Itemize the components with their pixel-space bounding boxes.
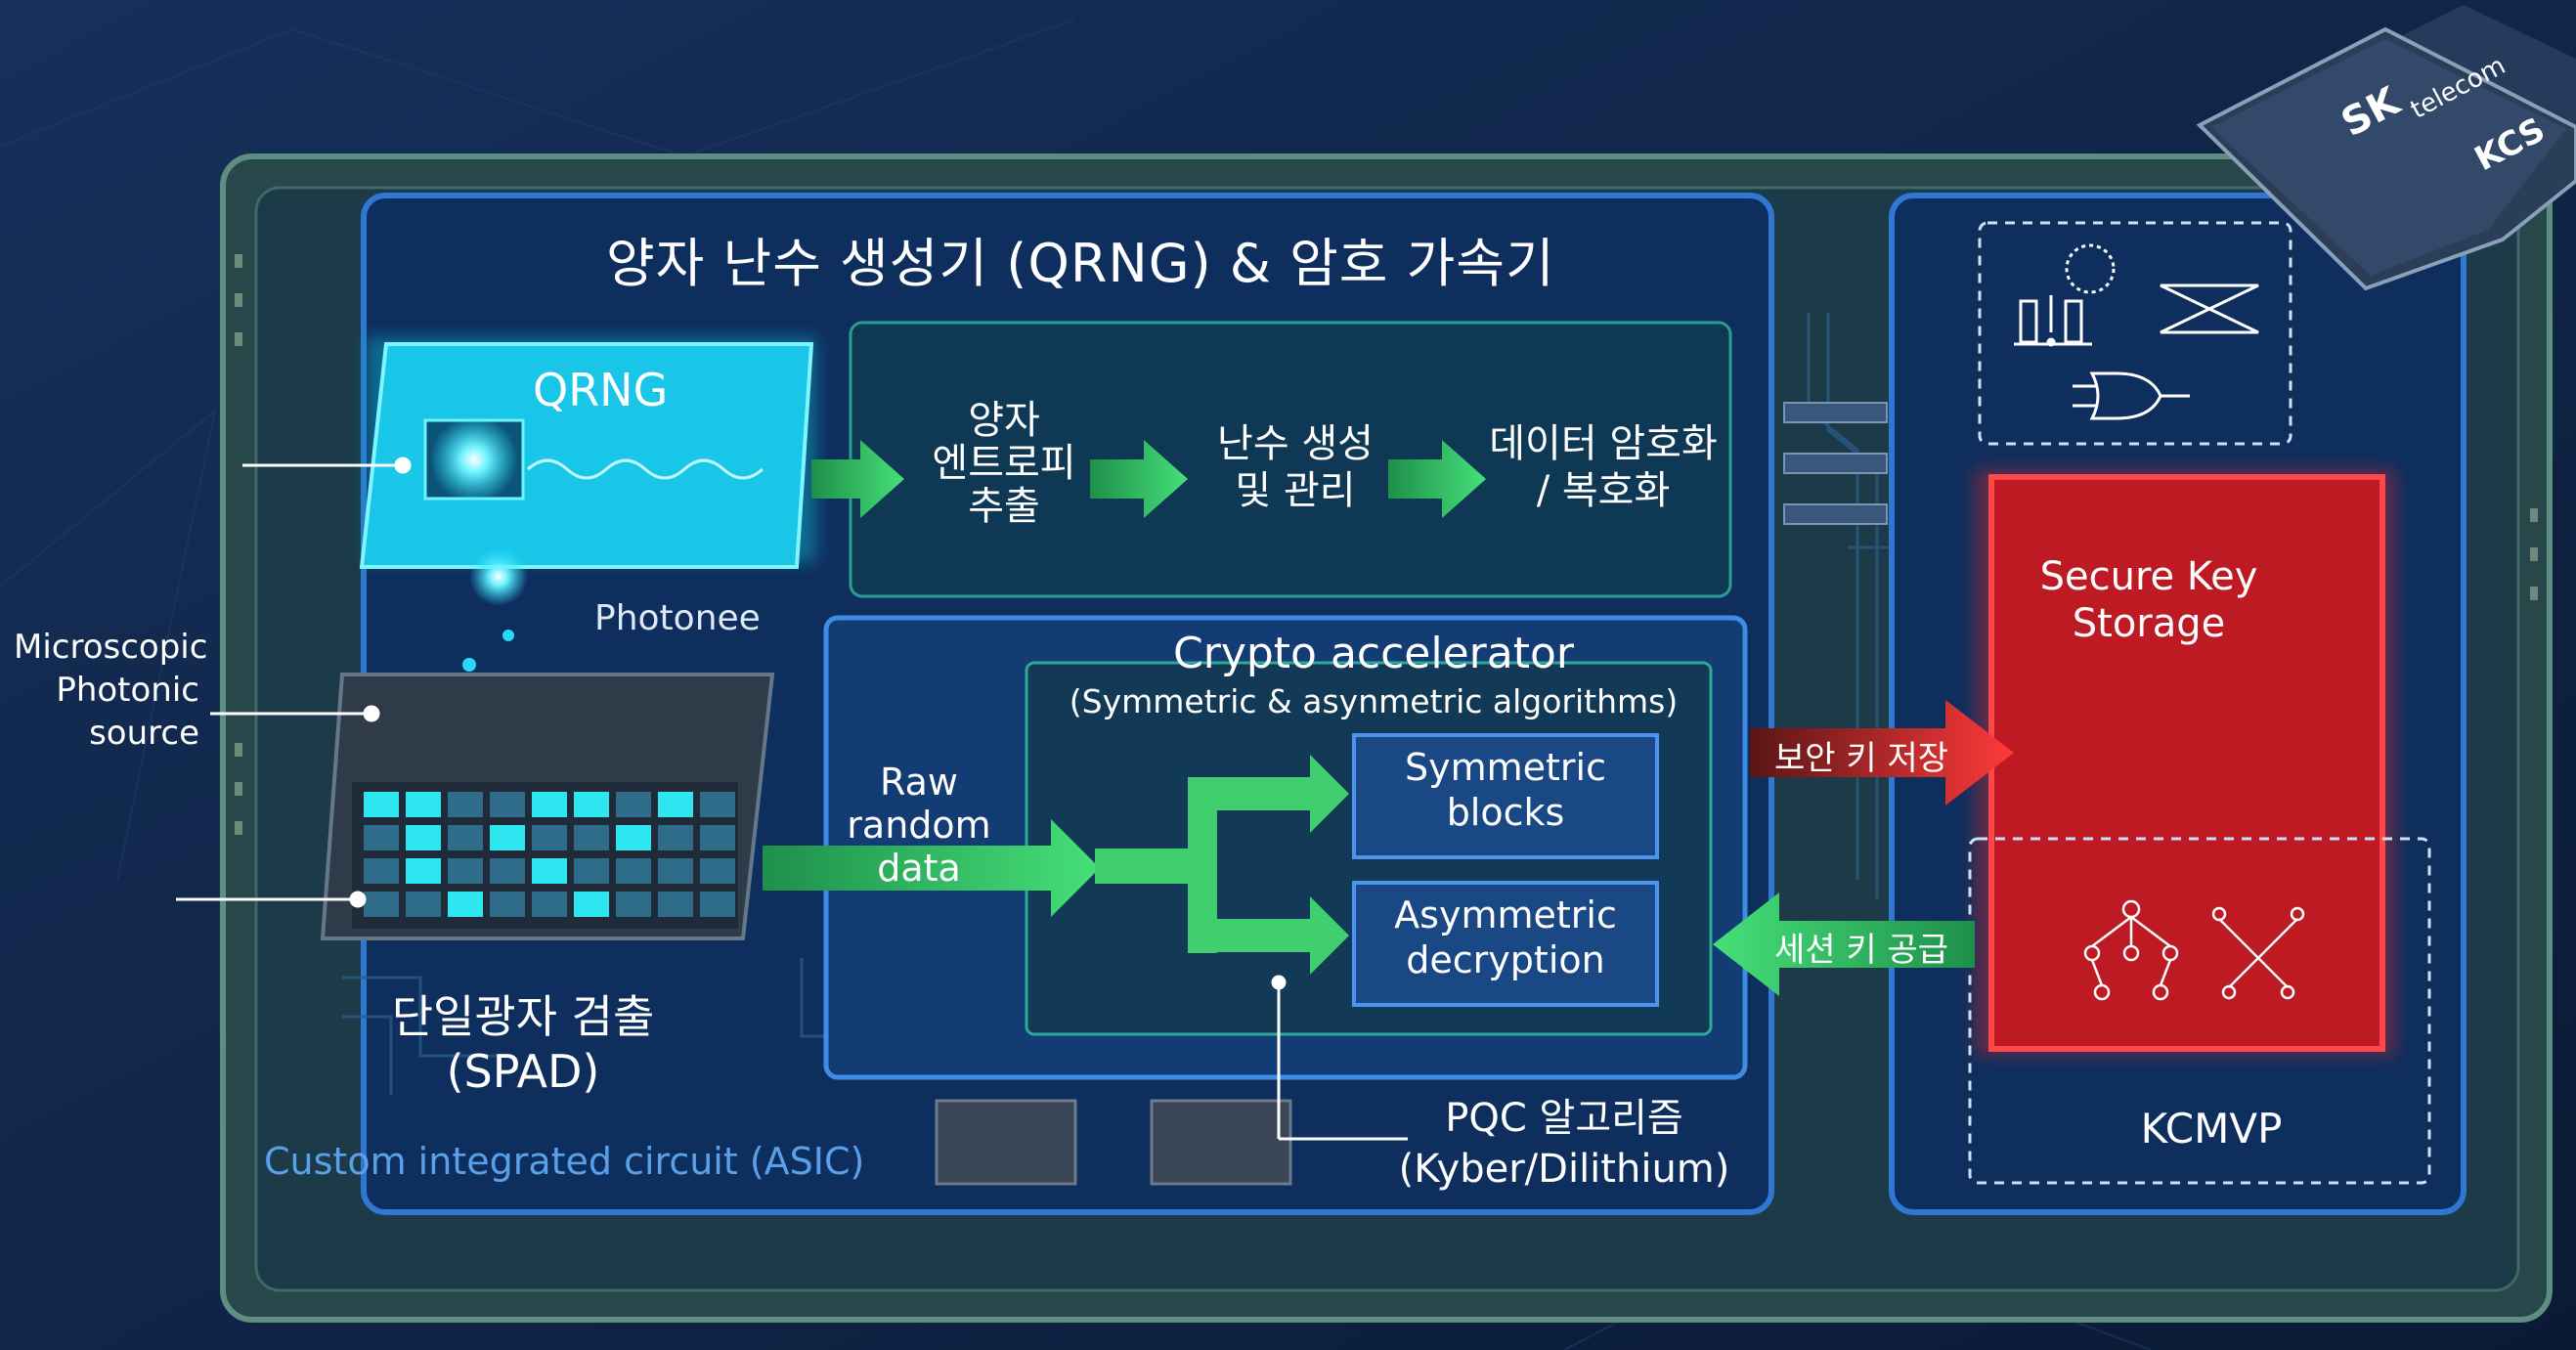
arrow-to-asymmetric <box>1188 896 1349 975</box>
arrow-to-symmetric <box>1188 755 1349 833</box>
spad-pixel <box>616 858 651 884</box>
crypto-accelerator-subtitle: (Symmetric & asynmetric algorithms) <box>1069 682 1679 720</box>
spad-pixel <box>448 858 483 884</box>
kcmvp-box <box>1968 837 2431 1185</box>
spad-pixel <box>532 858 567 884</box>
qrng-chip <box>359 342 814 569</box>
spad-pixel <box>364 825 399 850</box>
spad-pixel <box>532 792 567 817</box>
spad-pixel <box>406 825 441 850</box>
sk-kcs-chip <box>2196 26 2576 291</box>
kcmvp-label: KCMVP <box>2140 1105 2283 1153</box>
spad-pixel-grid <box>364 792 735 917</box>
spad-label: 단일광자 검출(SPAD) <box>391 990 655 1098</box>
spad-pixel <box>616 792 651 817</box>
arrow-raw-data <box>763 819 1100 917</box>
spad-pixel <box>700 825 735 850</box>
spad-pixel <box>616 892 651 917</box>
spad-pixel <box>406 792 441 817</box>
spad-pixel <box>658 892 693 917</box>
asymmetric-decryption-box <box>1352 881 1659 1007</box>
spad-pixel <box>532 892 567 917</box>
spad-pixel <box>406 858 441 884</box>
arrow-key-store <box>1750 700 2014 806</box>
spad-pixel <box>364 892 399 917</box>
arrow-to-entropy <box>811 440 904 518</box>
spad-pixel <box>574 792 609 817</box>
logic-icons-box <box>1978 221 2292 446</box>
session-key-arrow-label: 세션 키 공급 <box>1774 931 1949 970</box>
spad-pixel <box>490 858 525 884</box>
step-encrypt-decrypt: 데이터 암호화/ 복호화 <box>1489 421 1718 513</box>
asic-label: Custom integrated circuit (ASIC) <box>264 1140 865 1183</box>
symmetric-blocks-box <box>1352 733 1659 859</box>
network-icons <box>2083 899 2305 1001</box>
spad-pixel <box>700 792 735 817</box>
spad-pixel <box>658 825 693 850</box>
arrow-session-key <box>1713 893 1975 996</box>
spad-pixel <box>490 892 525 917</box>
spad-pixel <box>616 825 651 850</box>
spad-pixel <box>364 858 399 884</box>
crypto-accelerator-title: Crypto accelerator <box>1173 629 1574 678</box>
arrow-to-encrypt <box>1388 440 1486 518</box>
spad-pixel <box>574 858 609 884</box>
spad-pixel <box>448 892 483 917</box>
spad-pixel <box>700 892 735 917</box>
key-store-arrow-label: 보안 키 저장 <box>1774 739 1949 778</box>
spad-pixel <box>406 892 441 917</box>
spad-pixel <box>658 858 693 884</box>
spad-pixel <box>700 858 735 884</box>
logic-gate-icons <box>2014 243 2259 420</box>
spad-pixel <box>490 825 525 850</box>
spad-pixel <box>532 825 567 850</box>
photonee-label: Photonee <box>594 598 761 638</box>
qrng-label: QRNG <box>533 364 669 416</box>
arrow-to-rng <box>1090 440 1188 518</box>
spad-pixel <box>448 825 483 850</box>
spad-pixel <box>364 792 399 817</box>
spad-pixel <box>490 792 525 817</box>
spad-pixel <box>574 825 609 850</box>
spad-pixel <box>448 792 483 817</box>
main-title: 양자 난수 생성기 (QRNG) & 암호 가속기 <box>606 233 1555 294</box>
pqc-label: PQC 알고리즘(Kyber/Dilithium) <box>1398 1096 1730 1192</box>
spad-pixel <box>658 792 693 817</box>
spad-pixel <box>574 892 609 917</box>
leader-lines <box>176 457 1408 1141</box>
